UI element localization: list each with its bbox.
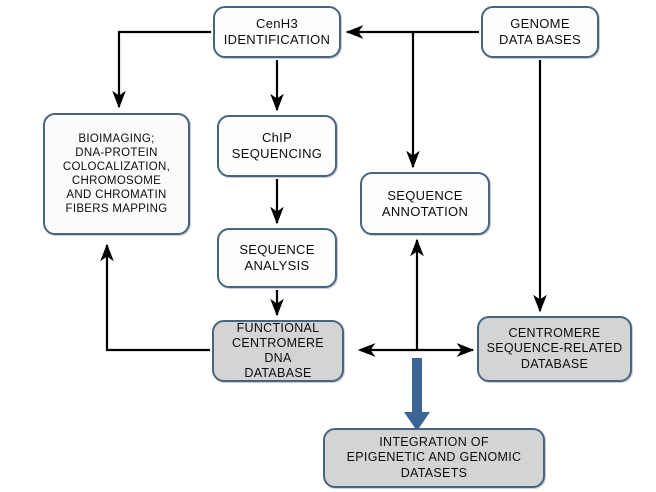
- node-integration-label: INTEGRATION OF EPIGENETIC AND GENOMIC DA…: [346, 435, 522, 480]
- node-sequence-annotation-label: SEQUENCE ANNOTATION: [381, 187, 469, 219]
- node-cenh3-label: CenH3 IDENTIFICATION: [223, 16, 331, 47]
- node-genome-data-bases-label: GENOME DATA BASES: [499, 16, 581, 47]
- node-centromere-sequence-related-database-label: CENTROMERE SEQUENCE-RELATED DATABASE: [486, 326, 623, 371]
- node-functional-centromere-dna-database[interactable]: FUNCTIONAL CENTROMERE DNA DATABASE: [212, 320, 344, 382]
- node-chip-sequencing[interactable]: ChIP SEQUENCING: [217, 115, 337, 177]
- node-sequence-analysis[interactable]: SEQUENCE ANALYSIS: [217, 228, 337, 288]
- node-sequence-analysis-label: SEQUENCE ANALYSIS: [239, 242, 315, 273]
- node-cenh3-identification[interactable]: CenH3 IDENTIFICATION: [213, 6, 341, 58]
- node-functional-centromere-dna-database-label: FUNCTIONAL CENTROMERE DNA DATABASE: [232, 320, 324, 381]
- edge-cenh3-to-bioimaging: [112, 30, 211, 109]
- edge-databases-to-integration: [404, 358, 430, 431]
- node-bioimaging-label: BIOIMAGING; DNA-PROTEIN COLOCALIZATION, …: [62, 132, 171, 216]
- node-bioimaging[interactable]: BIOIMAGING; DNA-PROTEIN COLOCALIZATION, …: [43, 113, 190, 235]
- edge-functional-db-to-bioimaging: [100, 243, 210, 352]
- node-genome-data-bases[interactable]: GENOME DATA BASES: [481, 6, 599, 58]
- node-chip-sequencing-label: ChIP SEQUENCING: [231, 130, 323, 161]
- node-sequence-annotation[interactable]: SEQUENCE ANNOTATION: [360, 172, 490, 235]
- node-centromere-sequence-related-database[interactable]: CENTROMERE SEQUENCE-RELATED DATABASE: [477, 316, 632, 382]
- node-integration-of-epigenetic-and-genomic-datasets[interactable]: INTEGRATION OF EPIGENETIC AND GENOMIC DA…: [323, 428, 545, 488]
